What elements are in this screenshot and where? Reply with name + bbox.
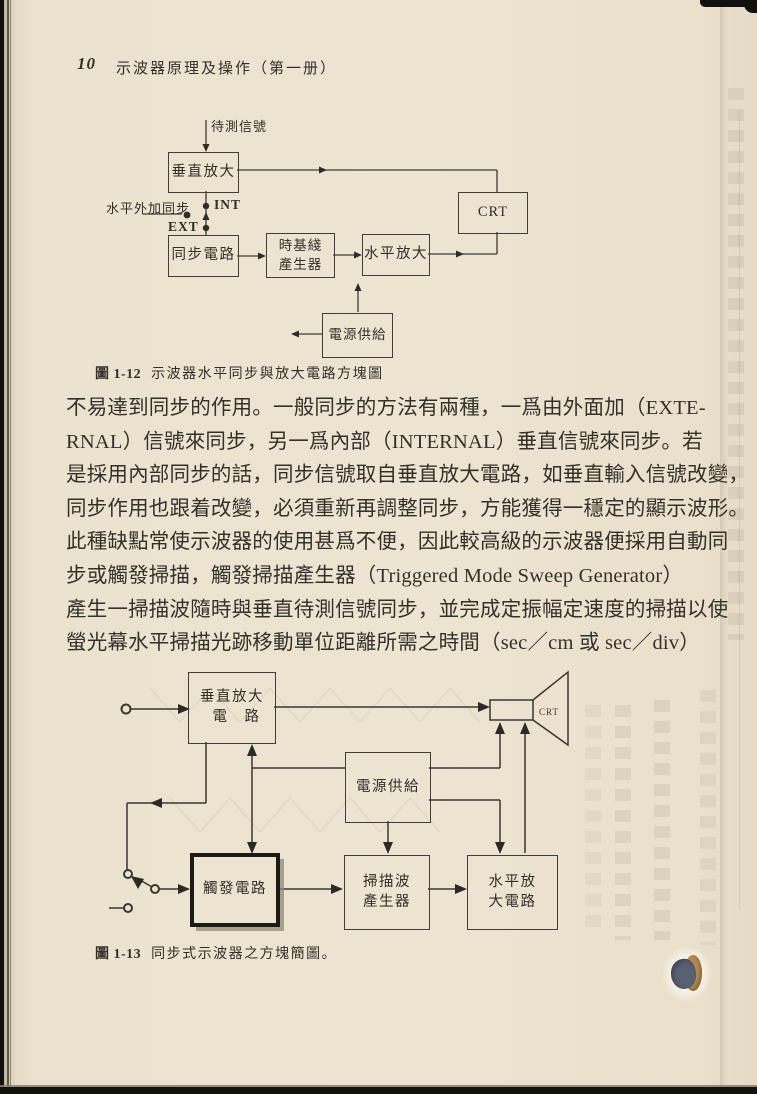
crt-label-figure-1-13: CRT	[539, 707, 559, 717]
scan-top-right-corner-blob	[744, 0, 757, 13]
text-line: 此種缺點常使示波器的使用甚爲不便，因此較高級的示波器便採用自動同	[66, 531, 729, 554]
block-sweep-generator: 掃描波 產生器	[344, 855, 430, 930]
external-sync-label: 水平外加同步	[106, 201, 191, 216]
block-crt-1: CRT	[458, 192, 528, 234]
block-label: 垂直放大	[171, 163, 236, 180]
int-label: INT	[214, 197, 242, 212]
page-right-edge	[720, 0, 757, 1094]
block-label: 垂直放大	[200, 689, 264, 706]
page-hole-damage	[662, 946, 712, 1002]
block-power-supply-1: 電源供給	[322, 313, 393, 358]
page-number: 10	[77, 54, 96, 73]
block-label: 時基綫	[278, 237, 323, 253]
block-timebase-generator: 時基綫 產生器	[266, 233, 335, 278]
text-line: 是採用內部同步的話，同步信號取自垂直放大電路，如垂直輸入信號改變，	[66, 464, 750, 487]
page-bottom-edge-line	[0, 1085, 757, 1087]
block-label: 電源供給	[328, 327, 387, 343]
bleedthrough-artifact	[728, 88, 744, 640]
bleedthrough-artifact	[700, 690, 716, 945]
scan-top-right-corner	[700, 0, 757, 7]
ext-label: EXT	[168, 219, 199, 234]
block-vertical-amplifier-1: 垂直放大	[168, 152, 239, 193]
bleedthrough-artifact	[585, 705, 601, 935]
text-line: 不易達到同步的作用。一般同步的方法有兩種，一爲由外面加（EXTE-	[66, 397, 706, 419]
page-crease	[739, 110, 740, 910]
text-line: RNAL）信號來同步，另一爲內部（INTERNAL）垂直信號來同步。若	[66, 430, 703, 453]
block-label: CRT	[477, 204, 509, 221]
binding-edge-left	[0, 0, 15, 1094]
header-title: 示波器原理及操作（第一册）	[116, 61, 338, 77]
text-line: 螢光幕水平掃描光跡移動單位距離所需之時間（sec／cm 或 sec／div）	[66, 632, 700, 655]
block-sync-circuit: 同步電路	[168, 235, 239, 277]
body-paragraph: 不易達到同步的作用。一般同步的方法有兩種，一爲由外面加（EXTE- RNAL）信…	[66, 392, 750, 661]
block-label: 水平放	[488, 873, 537, 890]
figure-1-12-caption-label: 圖 1-12	[95, 367, 142, 382]
block-label: 電 路	[212, 709, 261, 725]
figure-1-13-caption-label: 圖 1-13	[95, 947, 142, 962]
block-horizontal-amplifier-1: 水平放大	[362, 234, 430, 276]
block-label: 電源供給	[356, 778, 420, 795]
figure-1-12-caption: 圖 1-12 示波器水平同步與放大電路方塊圖	[95, 363, 384, 383]
block-label: 水平放大	[364, 246, 428, 263]
block-vertical-amplifier-2: 垂直放大 電 路	[188, 672, 276, 744]
block-label: 大電路	[488, 893, 537, 910]
text-line: 同步作用也跟着改變，必須重新再調整同步，方能獲得一穩定的顯示波形。	[66, 497, 750, 520]
block-label: 產生器	[278, 256, 323, 272]
block-trigger-circuit: 觸發電路	[190, 853, 280, 927]
input-signal-label: 待測信號	[211, 119, 268, 134]
figure-1-13-caption: 圖 1-13 同步式示波器之方塊簡圖。	[95, 943, 337, 963]
block-label: 掃描波	[363, 873, 411, 890]
scan-bottom-edge	[0, 1087, 757, 1094]
block-power-supply-2: 電源供給	[345, 752, 431, 823]
figure-1-12-caption-text: 示波器水平同步與放大電路方塊圖	[151, 367, 384, 382]
block-label: 產生器	[363, 893, 411, 910]
bleedthrough-artifact	[615, 705, 631, 940]
bleedthrough-artifact	[654, 700, 670, 940]
text-line: 步或觸發掃描，觸發掃描產生器（Triggered Mode Sweep Gene…	[66, 564, 684, 587]
block-horizontal-amplifier-2: 水平放 大電路	[467, 855, 558, 930]
block-label: 觸發電路	[203, 881, 267, 898]
text-line: 產生一掃描波隨時與垂直待測信號同步，並完成定振幅定速度的掃描以使	[66, 598, 729, 621]
figure-1-13-caption-text: 同步式示波器之方塊簡圖。	[151, 947, 338, 962]
block-label: 同步電路	[171, 247, 236, 264]
